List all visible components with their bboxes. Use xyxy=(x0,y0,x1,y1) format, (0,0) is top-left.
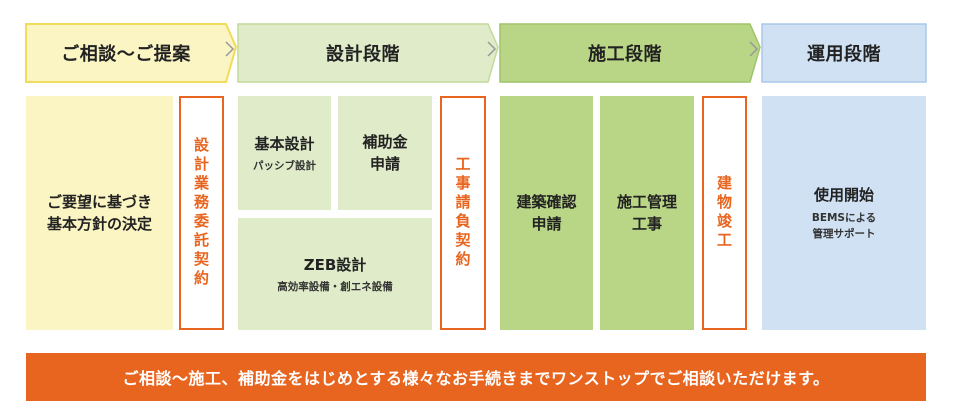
subsidy-line-1: 補助金 xyxy=(362,133,408,151)
building-permit-line-2: 申請 xyxy=(531,215,562,233)
construction-management-line-1: 施工管理 xyxy=(616,193,677,211)
stage-header xyxy=(25,23,927,83)
construction-management-line-2: 工事 xyxy=(631,215,662,233)
operation-title: 使用開始 xyxy=(813,186,874,204)
zeb-design-sub: 高効率設備・創エネ設備 xyxy=(277,280,393,293)
construction-contract-box: 工事請負契約 xyxy=(440,96,486,330)
design-contract-box: 設計業務委託契約 xyxy=(179,96,224,330)
stage-label-consult: ご相談～ご提案 xyxy=(61,44,191,65)
chevron-right-icon xyxy=(749,41,759,57)
stage-chevron-consult xyxy=(25,23,238,83)
design-contract-label: 設計業務委託契約 xyxy=(192,137,210,289)
consult-box: ご要望に基づき 基本方針の決定 xyxy=(26,96,173,330)
stage-chevron-design xyxy=(237,23,499,83)
consult-line-1: ご要望に基づき xyxy=(46,193,152,211)
stage-chevron-construction xyxy=(499,23,761,83)
zeb-design-box: ZEB設計 高効率設備・創エネ設備 xyxy=(238,218,432,330)
stage-box-operation xyxy=(761,23,927,83)
banner-text: ご相談～施工、補助金をはじめとする様々なお手続きまでワンストップでご相談いただけ… xyxy=(122,369,830,388)
construction-management-box: 施工管理 工事 xyxy=(600,96,694,330)
one-stop-banner: ご相談～施工、補助金をはじめとする様々なお手続きまでワンストップでご相談いただけ… xyxy=(26,353,926,401)
basic-design-title: 基本設計 xyxy=(254,134,315,153)
basic-design-sub: パッシブ設計 xyxy=(253,159,316,172)
chevron-right-icon xyxy=(487,41,497,57)
zeb-design-title: ZEB設計 xyxy=(303,255,367,274)
subsidy-line-2: 申請 xyxy=(369,155,400,173)
building-permit-line-1: 建築確認 xyxy=(516,193,577,211)
stage-label-construction: 施工段階 xyxy=(588,44,662,65)
basic-design-box: 基本設計 パッシブ設計 xyxy=(238,96,331,210)
subsidy-box: 補助金 申請 xyxy=(338,96,432,210)
completion-box: 建物竣工 xyxy=(702,96,747,330)
building-permit-box: 建築確認 申請 xyxy=(500,96,593,330)
completion-label: 建物竣工 xyxy=(715,175,733,251)
consult-line-2: 基本方針の決定 xyxy=(46,215,152,233)
stage-label-operation: 運用段階 xyxy=(807,44,881,65)
operation-box: 使用開始 BEMSによる 管理サポート xyxy=(762,96,926,330)
stage-label-design: 設計段階 xyxy=(326,44,400,65)
chevron-right-icon xyxy=(225,41,235,57)
operation-sub-1: BEMSによる xyxy=(811,212,877,224)
construction-contract-label: 工事請負契約 xyxy=(453,156,472,270)
operation-sub-2: 管理サポート xyxy=(812,228,876,240)
